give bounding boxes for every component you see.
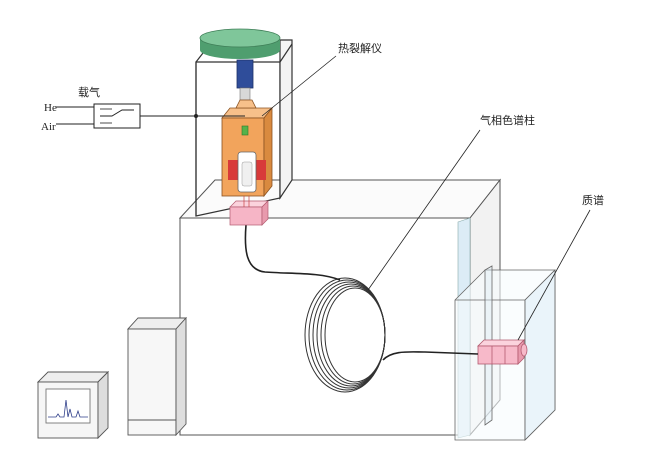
pyrolyzer-lid (199, 28, 281, 59)
status-indicator (241, 125, 249, 136)
chromatogram-trace (48, 399, 88, 418)
label-gc-column: 气相色谱柱 (480, 113, 535, 127)
monitor-icon (36, 370, 110, 440)
gc-column-coil (304, 277, 386, 393)
gc-interface (229, 196, 269, 226)
valve-icon (93, 103, 141, 129)
leader-lines (261, 55, 591, 341)
gc-oven-box (178, 178, 502, 437)
label-air: Air (41, 121, 56, 133)
mass-spec-analyzer (477, 339, 528, 365)
pyrolysis-chamber (228, 151, 266, 193)
label-carrier-gas: 载气 (78, 85, 100, 99)
transfer-line-out (382, 351, 479, 361)
label-mass-spec: 质谱 (582, 193, 604, 207)
label-pyrolyzer: 热裂解仪 (338, 41, 382, 55)
sample-probe-rod (236, 59, 254, 89)
computer-tower-icon (126, 316, 188, 437)
label-he: He (44, 102, 57, 114)
transfer-line-in (244, 224, 341, 281)
carrier-gas-line (56, 106, 245, 125)
